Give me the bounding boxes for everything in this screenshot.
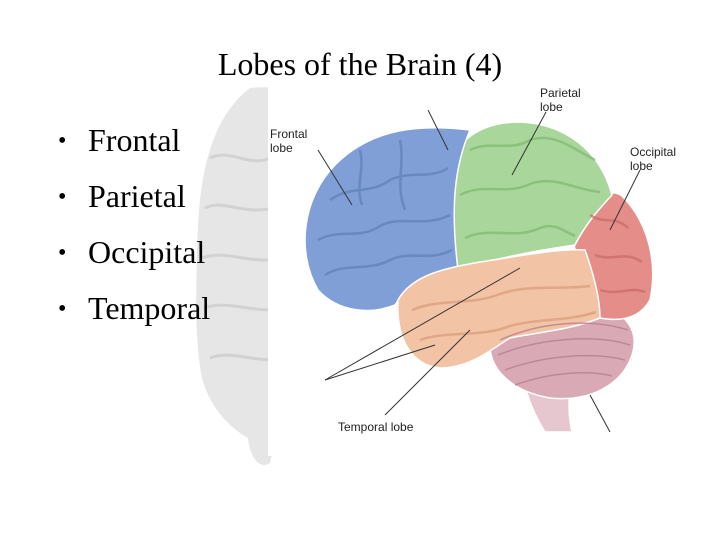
occipital-label-line1: Occipital	[630, 145, 676, 159]
occipital-label-line2: lobe	[630, 159, 653, 173]
pointer-line-a	[324, 267, 521, 381]
list-item: • Temporal	[58, 280, 210, 336]
parietal-label-line2: lobe	[540, 100, 563, 114]
lobe-list: • Frontal • Parietal • Occipital • Temporal	[58, 112, 210, 336]
slide-title: Lobes of the Brain (4)	[217, 46, 503, 82]
parietal-folds	[459, 136, 601, 240]
frontal-folds	[317, 139, 453, 277]
pointer-line-d	[427, 109, 449, 151]
list-item-label: Occipital	[88, 234, 206, 270]
pointer-line-c	[589, 394, 611, 433]
brain-lobes-diagram: Frontal lobe Parietal lobe Occipital lob…	[268, 86, 688, 456]
parietal-leader-line	[511, 111, 547, 176]
frontal-label-line1: Frontal	[270, 127, 307, 141]
occipital-leader-line	[609, 169, 641, 231]
list-item: • Frontal	[58, 112, 210, 168]
list-item-label: Frontal	[88, 122, 181, 158]
parietal-label-line1: Parietal	[540, 86, 581, 100]
temporal-folds	[411, 284, 597, 342]
list-item: • Occipital	[58, 224, 210, 280]
bullet-glyph: •	[58, 184, 67, 210]
occipital-folds	[589, 213, 646, 294]
bullet-glyph: •	[58, 296, 67, 322]
list-item-label: Temporal	[88, 290, 211, 326]
bullet-glyph: •	[58, 128, 67, 154]
temporal-label: Temporal lobe	[338, 420, 414, 434]
list-item-label: Parietal	[88, 178, 186, 214]
frontal-leader-line	[317, 149, 353, 206]
ghost-folds	[201, 153, 301, 362]
frontal-label-line2: lobe	[270, 141, 293, 155]
temporal-leader-line	[384, 329, 471, 416]
leader-lines	[317, 109, 641, 433]
pointer-line-b	[324, 344, 436, 381]
list-item: • Parietal	[58, 168, 210, 224]
cerebellum-folia	[497, 322, 631, 386]
bullet-glyph: •	[58, 240, 67, 266]
temporal-lobe-region	[397, 248, 601, 369]
